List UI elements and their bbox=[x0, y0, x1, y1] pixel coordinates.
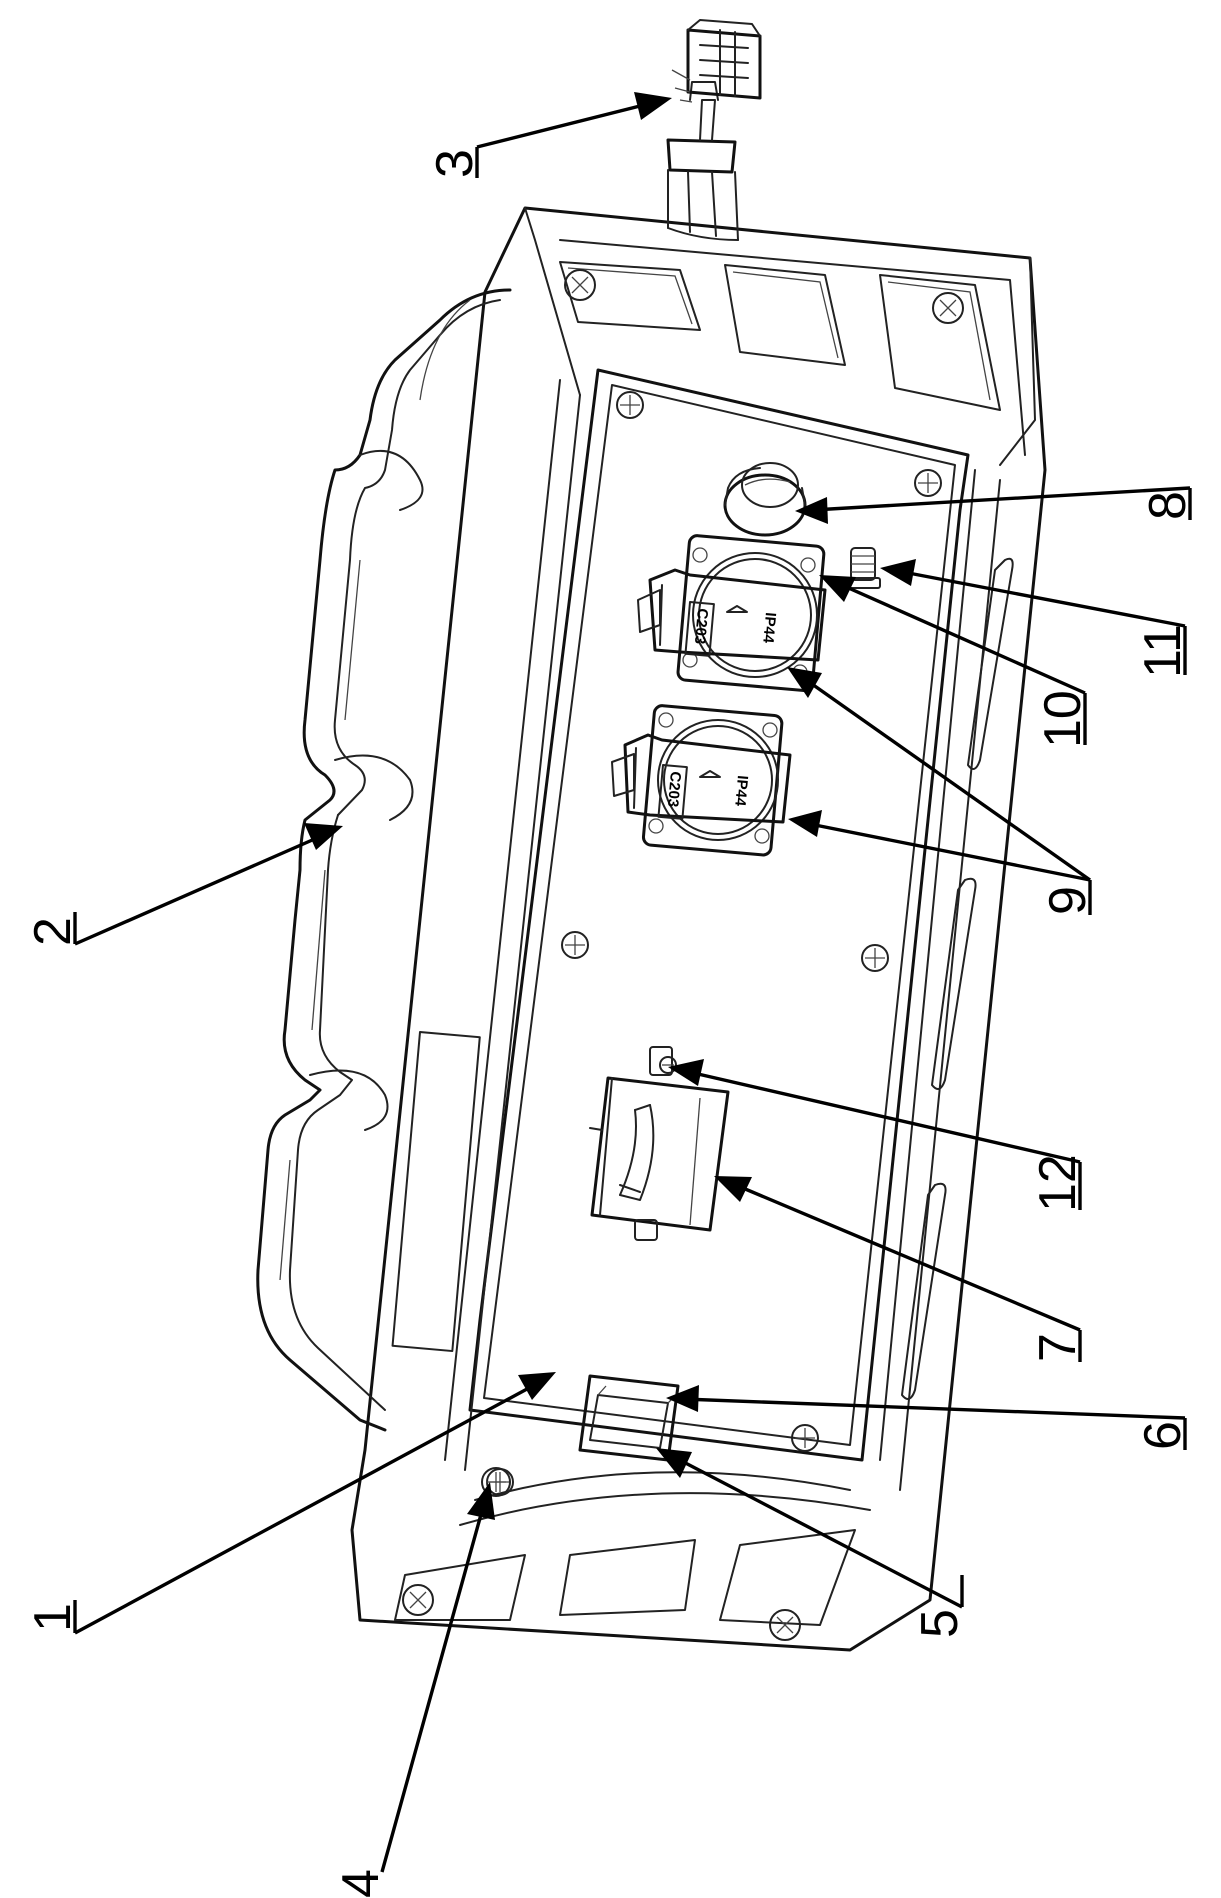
bolt-top-left bbox=[564, 269, 596, 301]
callout-8: 8 bbox=[1139, 491, 1197, 520]
callout-10: 10 bbox=[1034, 690, 1092, 748]
cable-connector bbox=[666, 19, 762, 241]
leader-3 bbox=[476, 100, 657, 149]
socket-lower-ip: IP44 bbox=[731, 775, 751, 808]
screw-12 bbox=[659, 1056, 677, 1074]
socket-lower: C203 IP44 bbox=[611, 704, 792, 857]
screw-4 bbox=[481, 1467, 511, 1497]
screw-panel-1 bbox=[616, 391, 644, 419]
leader-lines bbox=[74, 92, 1191, 1873]
screw-panel-2 bbox=[914, 469, 942, 497]
callout-5: 5 bbox=[911, 1609, 969, 1638]
housing bbox=[350, 206, 1047, 1652]
breaker-box bbox=[589, 1046, 730, 1241]
switch bbox=[578, 1374, 680, 1462]
leader-11 bbox=[897, 569, 1186, 628]
callout-7: 7 bbox=[1029, 1333, 1087, 1362]
callout-9: 9 bbox=[1039, 886, 1097, 915]
bolt-bottom-right bbox=[769, 1609, 801, 1641]
callout-11: 11 bbox=[1134, 624, 1192, 678]
leader-9a bbox=[801, 675, 1091, 882]
top-pockets bbox=[559, 261, 1001, 411]
frame-bolts bbox=[402, 269, 964, 1641]
name-plate bbox=[391, 1031, 481, 1353]
socket-upper-rating: C203 bbox=[691, 608, 711, 645]
callout-2: 2 bbox=[24, 917, 82, 946]
screw-panel-4 bbox=[861, 944, 889, 972]
leader-10 bbox=[834, 580, 1086, 695]
callout-3: 3 bbox=[426, 149, 484, 178]
leader-5 bbox=[671, 1454, 963, 1609]
leader-9b bbox=[804, 821, 1091, 882]
callout-6: 6 bbox=[1134, 1421, 1192, 1450]
screw-panel-3 bbox=[561, 931, 589, 959]
handle bbox=[256, 288, 512, 1432]
vent-slots bbox=[901, 557, 1014, 1400]
callout-brackets bbox=[73, 147, 1192, 1633]
socket-upper-ip: IP44 bbox=[759, 612, 779, 645]
callout-12: 12 bbox=[1029, 1154, 1087, 1212]
bolt-top-right bbox=[932, 292, 964, 324]
cable-gland bbox=[723, 462, 807, 537]
leader-6 bbox=[682, 1397, 1186, 1420]
leader-2 bbox=[74, 832, 327, 946]
callout-4: 4 bbox=[332, 1869, 390, 1898]
socket-lower-rating: C203 bbox=[664, 771, 684, 808]
panel-screws bbox=[486, 391, 942, 1496]
callout-labels: 1 2 3 4 5 6 7 8 9 10 11 12 bbox=[24, 149, 1197, 1898]
leader-1 bbox=[74, 1380, 541, 1635]
leader-4 bbox=[380, 1499, 487, 1873]
bolt-bottom-left bbox=[402, 1584, 434, 1616]
leader-8 bbox=[812, 486, 1191, 512]
socket-upper: C203 IP44 bbox=[637, 534, 827, 693]
callout-1: 1 bbox=[24, 1603, 82, 1632]
leader-7 bbox=[730, 1181, 1081, 1332]
bottom-pockets bbox=[394, 1529, 856, 1626]
screw-panel-6 bbox=[791, 1424, 819, 1452]
leader-12 bbox=[684, 1069, 1081, 1164]
